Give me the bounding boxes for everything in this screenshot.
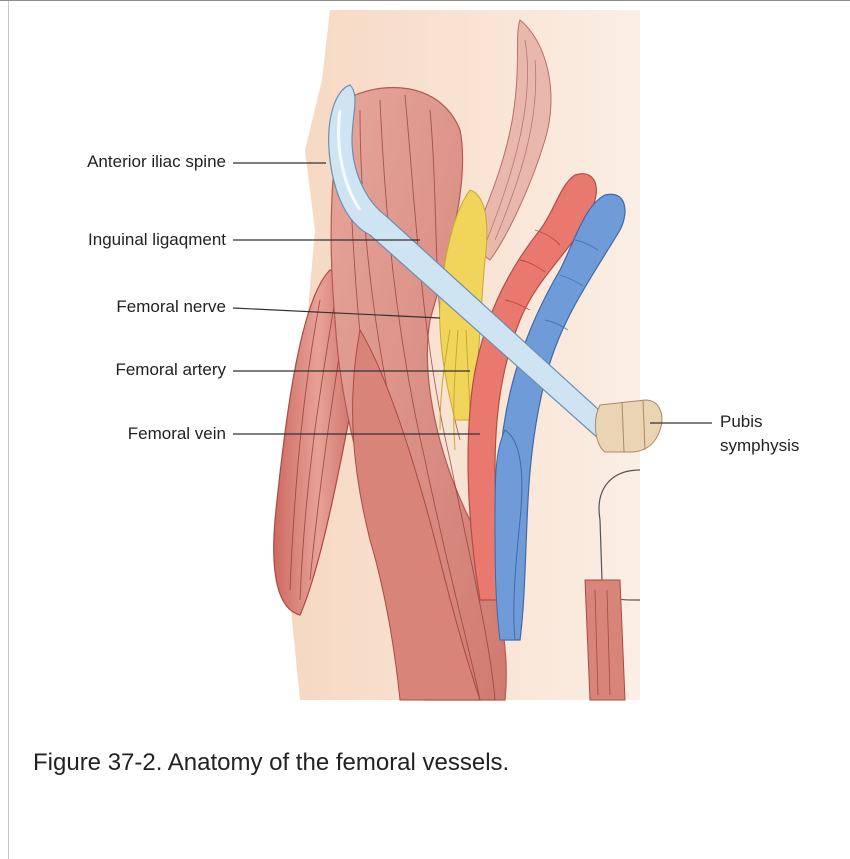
label-femoral-vein: Femoral vein <box>14 424 226 444</box>
label-femoral-nerve: Femoral nerve <box>14 297 226 317</box>
label-femoral-artery: Femoral artery <box>14 360 226 380</box>
label-anterior-iliac-spine: Anterior iliac spine <box>14 152 226 172</box>
label-pubis: Pubis <box>720 412 763 432</box>
label-symphysis: symphysis <box>720 436 799 456</box>
figure-caption: Figure 37-2. Anatomy of the femoral vess… <box>33 748 509 778</box>
adductor-muscle <box>585 580 625 700</box>
label-inguinal-ligament: Inguinal ligaqment <box>14 230 226 250</box>
pubis-symphysis-bone <box>595 400 661 452</box>
